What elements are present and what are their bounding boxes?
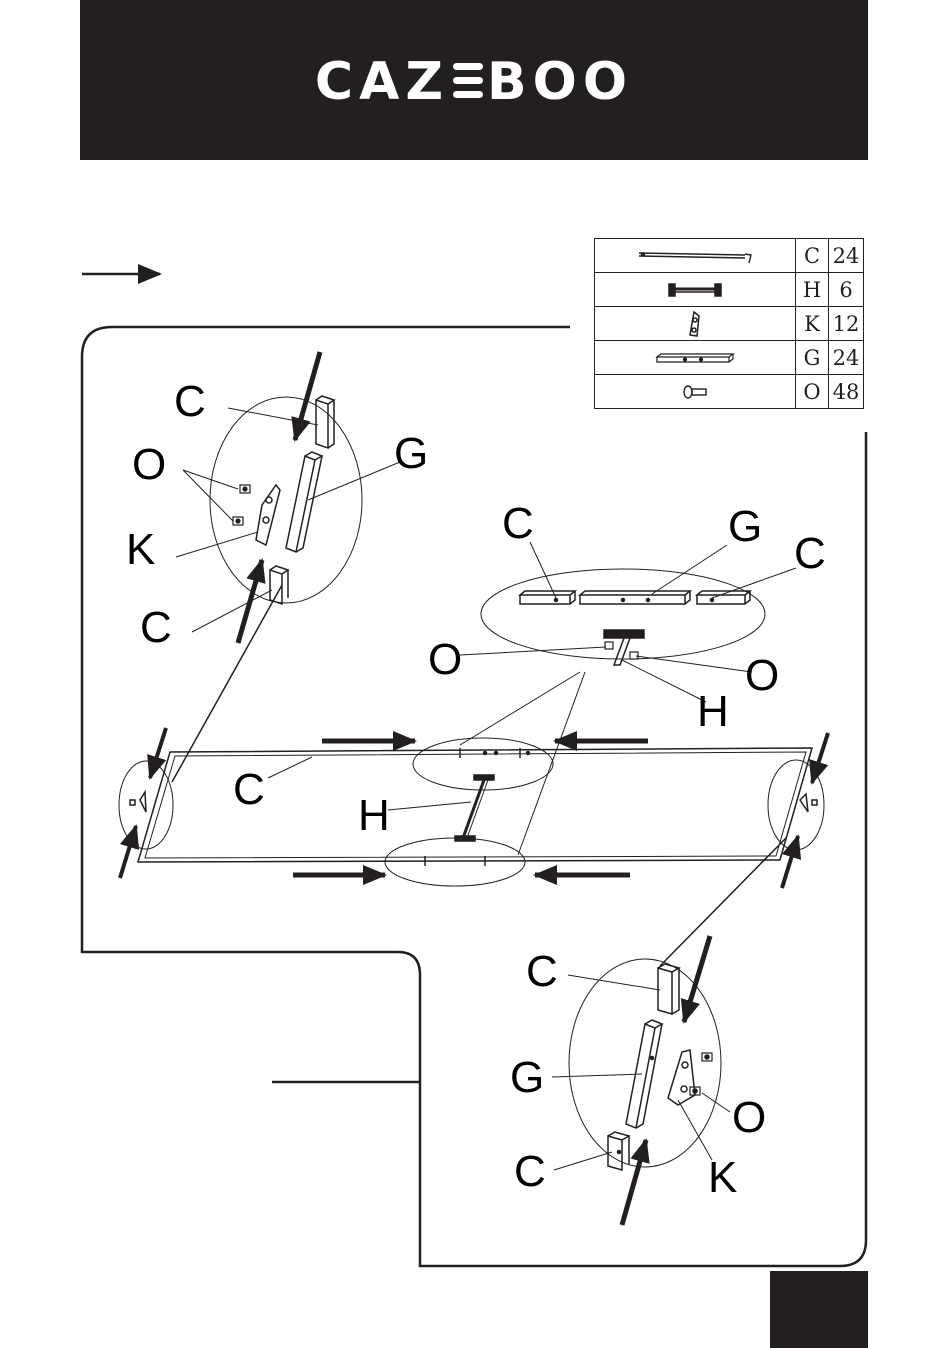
- label-o: O: [428, 638, 462, 682]
- part-qty: 48: [829, 375, 864, 409]
- zoom-top-left: [176, 352, 400, 643]
- label-k: K: [126, 528, 155, 572]
- part-code: H: [796, 273, 829, 307]
- label-o: O: [732, 1096, 766, 1140]
- label-c: C: [526, 950, 558, 994]
- parts-list-table: C 24 H 6 K 12 G 24 O 48: [594, 238, 864, 409]
- label-c: C: [514, 1150, 546, 1194]
- label-o: O: [132, 443, 166, 487]
- label-c: C: [174, 380, 206, 424]
- frame-assembly: [119, 728, 828, 888]
- part-qty: 12: [829, 307, 864, 341]
- label-c: C: [140, 606, 172, 650]
- bolt-icon: [595, 375, 796, 409]
- label-c: C: [233, 768, 265, 812]
- parts-row-k: K 12: [595, 307, 864, 341]
- long-tube-icon: [595, 239, 796, 273]
- part-code: C: [796, 239, 829, 273]
- label-o: O: [745, 654, 779, 698]
- page-number-block: [770, 1271, 868, 1348]
- part-code: G: [796, 341, 829, 375]
- part-code: K: [796, 307, 829, 341]
- label-h: H: [697, 690, 729, 734]
- label-c: C: [794, 532, 826, 576]
- label-g: G: [728, 505, 762, 549]
- label-g: G: [394, 432, 428, 476]
- corner-bracket-icon: [595, 307, 796, 341]
- parts-row-o: O 48: [595, 375, 864, 409]
- label-c: C: [502, 502, 534, 546]
- label-h: H: [358, 794, 390, 838]
- zoom-bottom-right: [552, 936, 730, 1225]
- part-qty: 24: [829, 341, 864, 375]
- parts-row-h: H 6: [595, 273, 864, 307]
- label-k: K: [708, 1156, 737, 1200]
- cross-bar-icon: [595, 273, 796, 307]
- part-qty: 24: [829, 239, 864, 273]
- connector-bar-icon: [595, 341, 796, 375]
- part-code: O: [796, 375, 829, 409]
- part-qty: 6: [829, 273, 864, 307]
- parts-row-c: C 24: [595, 239, 864, 273]
- parts-row-g: G 24: [595, 341, 864, 375]
- label-g: G: [510, 1056, 544, 1100]
